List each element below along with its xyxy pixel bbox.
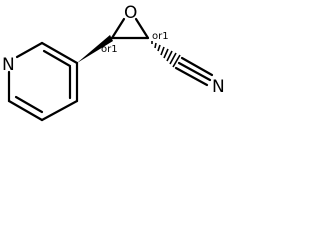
bond-c5-c4 <box>40 99 79 122</box>
stereo-label-left: or1 <box>101 44 118 55</box>
bond-epoxide-left-o <box>110 17 126 40</box>
bond-inner-c2-c3 <box>42 49 72 68</box>
bond-inner-c6-c5 <box>14 95 44 114</box>
bond-c2-n1 <box>15 41 44 59</box>
epoxide-ring <box>110 17 150 40</box>
pyridine-ring <box>7 41 79 122</box>
nitrile-nitrogen-label: N <box>212 77 225 97</box>
molecule-structure: N O or1 or1 N <box>2 3 225 122</box>
bond-c6-c5 <box>7 99 44 122</box>
wedge-bond-aryl <box>77 35 113 63</box>
stereo-label-right: or1 <box>152 31 169 42</box>
bond-epoxide-o-right <box>134 17 150 40</box>
pyridine-nitrogen-label: N <box>2 55 15 75</box>
nitrile-triple-bond <box>174 56 214 87</box>
hashed-wedge-bond-nitrile <box>151 41 181 68</box>
epoxide-oxygen-label: O <box>124 3 137 23</box>
bond-c3-c2 <box>40 41 79 65</box>
